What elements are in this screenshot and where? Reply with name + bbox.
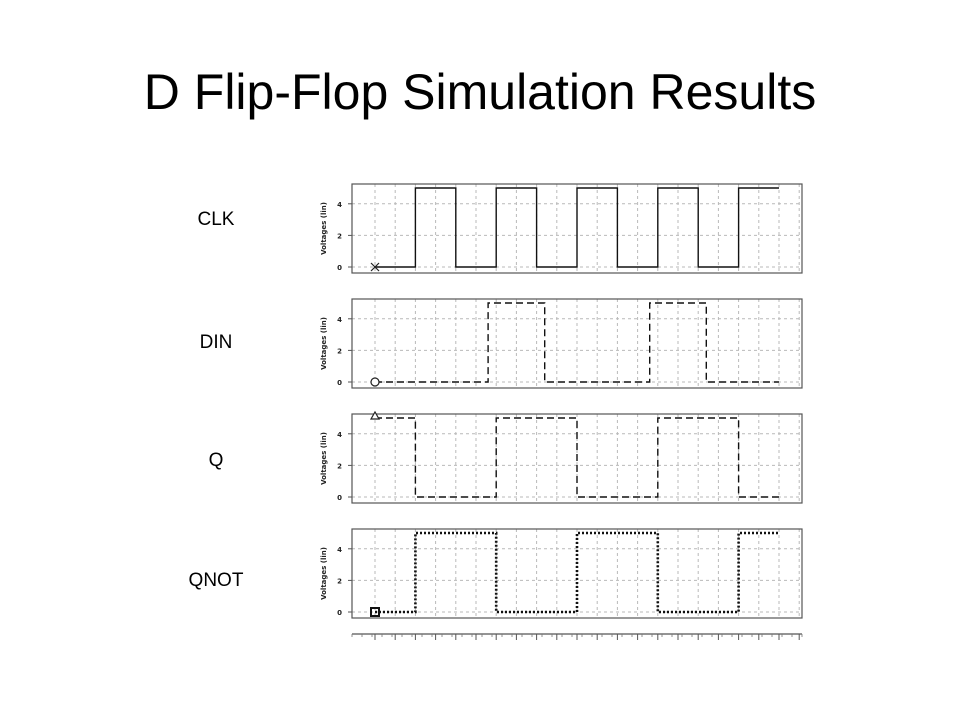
signal-label-clk: CLK <box>197 209 235 230</box>
plot-frame-qnot <box>351 528 803 619</box>
y-tick-label: 0 <box>337 264 342 272</box>
plot-frame-clk <box>351 183 803 274</box>
marker-x-clk <box>370 262 380 272</box>
waveform-din <box>375 302 779 383</box>
signal-label-din: DIN <box>199 332 233 353</box>
y-tick-label: 2 <box>337 347 342 355</box>
page-title: D Flip-Flop Simulation Results <box>143 64 817 120</box>
y-tick-label: 4 <box>337 316 342 324</box>
y-tick-label: 0 <box>337 379 342 387</box>
y-tick-label: 2 <box>337 232 342 240</box>
y-tick-label: 2 <box>337 577 342 585</box>
y-axis-label: Voltages (lin) <box>320 547 328 600</box>
waveform-clk <box>375 187 779 268</box>
y-axis-label: Voltages (lin) <box>320 202 328 255</box>
y-tick-label: 4 <box>337 546 342 554</box>
y-axis-label: Voltages (lin) <box>320 317 328 370</box>
plot-frame-q <box>351 413 803 504</box>
signal-label-q: Q <box>208 450 224 471</box>
waveform-qnot <box>375 531 779 614</box>
marker-circle-din <box>370 377 380 387</box>
marker-triangle-q <box>369 410 381 420</box>
waveform-q <box>375 417 779 498</box>
plot-frame-din <box>351 298 803 389</box>
y-tick-label: 0 <box>337 494 342 502</box>
y-tick-label: 2 <box>337 462 342 470</box>
y-tick-label: 0 <box>337 609 342 617</box>
y-axis-label: Voltages (lin) <box>320 432 328 485</box>
marker-square-qnot <box>370 607 380 617</box>
y-tick-label: 4 <box>337 201 342 209</box>
signal-label-qnot: QNOT <box>188 570 244 591</box>
y-tick-label: 4 <box>337 431 342 439</box>
